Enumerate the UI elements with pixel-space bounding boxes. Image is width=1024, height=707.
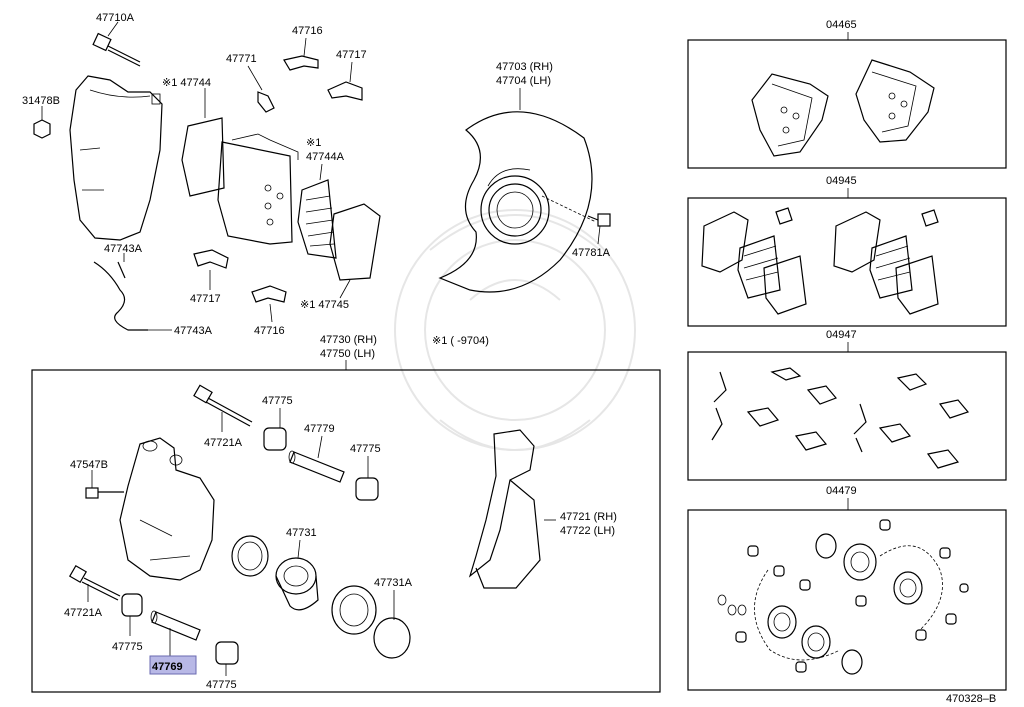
kit-box-04945 [687, 197, 1007, 327]
label-47744A: 47744A [306, 151, 345, 163]
label-kit-04479: 04479 [826, 485, 857, 497]
label-47710A: 47710A [96, 12, 135, 24]
label-47769[interactable]: 47769 [152, 661, 183, 673]
pin-47769 [150, 610, 201, 656]
brake-pad-inner [217, 133, 299, 245]
label-47716-top: 47716 [292, 25, 323, 37]
label-47721A-top: 47721A [204, 437, 243, 449]
clip-set-04947 [711, 367, 970, 469]
note-1: ※1 ( -9704) [432, 335, 489, 347]
label-47730: 47730 (RH) [320, 334, 377, 346]
label-47745: ※1 47745 [300, 299, 349, 311]
label-47547B: 47547B [70, 459, 108, 471]
bolt-47721A-top [193, 384, 253, 432]
highlight-47769 [149, 655, 197, 675]
mounting-bracket [468, 429, 556, 589]
label-47717-top: 47717 [336, 49, 367, 61]
label-47716-bottom: 47716 [254, 325, 285, 337]
clip-47716-top [283, 37, 319, 71]
seal-47731A [331, 585, 411, 659]
clip-47771 [247, 65, 275, 113]
wire-47743A [93, 253, 172, 331]
pin-47779 [288, 435, 345, 483]
bolt-47710A [92, 21, 141, 67]
nut-31478B [33, 106, 51, 139]
label-47771: 47771 [226, 53, 257, 65]
clip-47717-bottom [193, 249, 229, 290]
bolt-47721A-bottom [68, 564, 121, 602]
shim-47744 [181, 88, 225, 197]
label-47743A-lower: 47743A [174, 325, 213, 337]
shim-47744A [297, 163, 337, 259]
label-47731A: 47731A [374, 577, 413, 589]
label-kit-04947: 04947 [826, 329, 857, 341]
kit-box-04479 [687, 509, 1007, 691]
clip-47717-top [327, 61, 363, 101]
dust-shield [438, 88, 593, 293]
shim-47745 [329, 203, 381, 299]
bolt-47781A [541, 195, 611, 245]
label-47744: ※1 47744 [162, 77, 211, 89]
bushing-47775-b [355, 456, 379, 501]
piston-47731 [275, 539, 319, 611]
kit-box-04947 [687, 351, 1007, 481]
watermark-emblem [394, 209, 636, 451]
label-kit-04945: 04945 [826, 175, 857, 187]
shim-set-04945 [701, 207, 939, 315]
bushing-47775-c [121, 593, 143, 636]
caliper-body-top [69, 75, 163, 241]
label-47721: 47721 (RH) [560, 511, 617, 523]
kit-box-04465 [687, 39, 1007, 169]
label-47775-c: 47775 [112, 641, 143, 653]
bushing-47775-d [215, 641, 239, 676]
label-47704: 47704 (LH) [496, 75, 551, 87]
label-47703: 47703 (RH) [496, 61, 553, 73]
label-47744A-mark: ※1 [306, 137, 321, 149]
label-47775-b: 47775 [350, 443, 381, 455]
label-47731: 47731 [286, 527, 317, 539]
label-47775-a: 47775 [262, 395, 293, 407]
label-47781A: 47781A [572, 247, 611, 259]
pad-set-04465 [751, 59, 935, 157]
label-47743A-upper: 47743A [104, 243, 143, 255]
label-47722: 47722 (LH) [560, 525, 615, 537]
label-47750: 47750 (LH) [320, 348, 375, 360]
seal-kit-04479 [717, 519, 969, 675]
label-47779: 47779 [304, 423, 335, 435]
label-31478B: 31478B [22, 95, 60, 107]
label-47717-bottom: 47717 [190, 293, 221, 305]
label-47721A-bottom: 47721A [64, 607, 103, 619]
clip-47716-bottom [251, 285, 287, 323]
bushing-47775-a [263, 408, 287, 451]
caliper-body [119, 437, 215, 581]
label-kit-04465: 04465 [826, 19, 857, 31]
boot-ring [231, 535, 269, 577]
bleeder-47547B [85, 470, 124, 499]
label-47775-d: 47775 [206, 679, 237, 691]
diagram-id: 470328–B [946, 693, 996, 705]
